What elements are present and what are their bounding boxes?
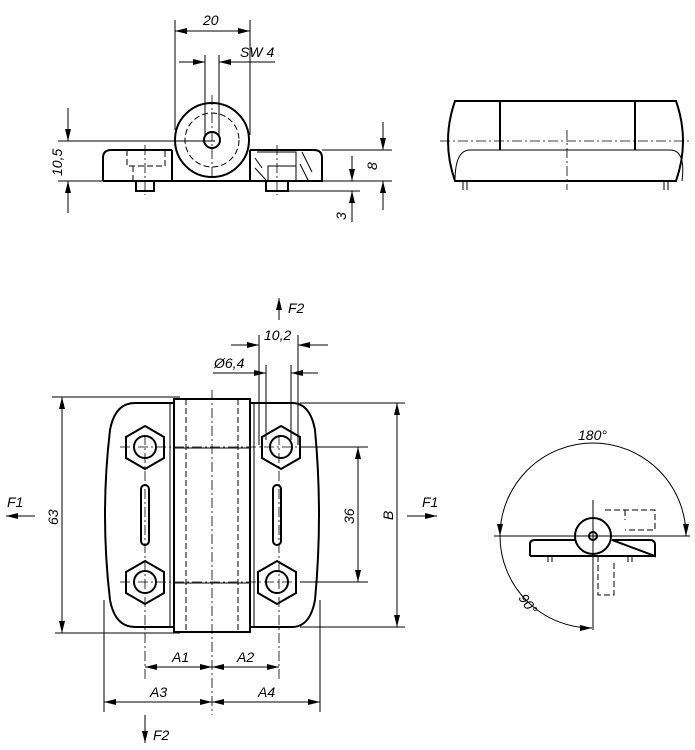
dim-a4: A4	[257, 684, 275, 700]
dim-a2: A2	[236, 649, 254, 665]
dim-3: 3	[333, 212, 349, 220]
label-f1-left: F1	[7, 494, 23, 510]
dim-36: 36	[341, 508, 357, 524]
label-f2-top: F2	[288, 300, 305, 316]
label-180-degrees: 180°	[578, 427, 607, 443]
arc-180	[497, 442, 689, 537]
dim-sw4: SW 4	[240, 44, 274, 60]
front-view	[440, 100, 692, 190]
dim-b: B	[380, 511, 396, 520]
dim-a3: A3	[149, 684, 167, 700]
hinge-plan-view: F2 F2 F1 F1 10,2 Ø6,4 63 36 B A1 A2 A3 A…	[6, 298, 438, 743]
dim-10-5: 10,5	[49, 149, 65, 176]
label-90-degrees: 90°	[516, 591, 541, 618]
label-f1-right: F1	[422, 494, 438, 510]
dim-20: 20	[202, 12, 219, 28]
dim-diameter-6-4: Ø6,4	[213, 355, 245, 371]
top-side-view: 20 SW 4 10,5 8 3	[49, 12, 392, 222]
rotation-range-view: 180° 90°	[494, 427, 690, 631]
arc-90	[499, 535, 593, 631]
dim-10-2: 10,2	[264, 327, 291, 343]
dim-63: 63	[45, 509, 61, 525]
label-f2-bottom: F2	[153, 727, 170, 743]
base-plate	[102, 149, 323, 182]
dim-a1: A1	[171, 649, 189, 665]
dim-8: 8	[364, 162, 380, 170]
